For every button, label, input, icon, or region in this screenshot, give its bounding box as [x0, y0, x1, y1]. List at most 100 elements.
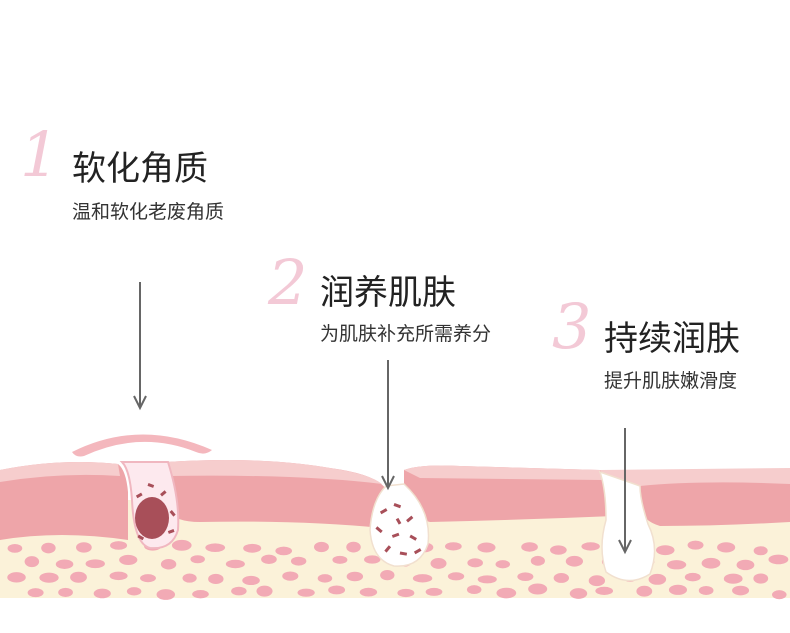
cell-dot [521, 542, 538, 552]
keratin-flake [72, 434, 212, 457]
cell-dot [636, 585, 653, 597]
cell-dot [110, 541, 128, 550]
cell-dot [717, 542, 736, 553]
cell-dot [753, 546, 768, 556]
pore-3 [598, 470, 656, 582]
cell-dot [445, 542, 462, 551]
cell-dot [7, 572, 26, 583]
cell-dot [261, 554, 277, 565]
cell-dot [85, 559, 105, 569]
arrow-down-icon [133, 282, 147, 411]
dermis-cells [7, 539, 789, 600]
step-3-title: 持续润肤 [604, 319, 740, 359]
keratin-fragments [135, 483, 176, 541]
skin-segment-left-top [0, 462, 120, 482]
cell-dot [140, 574, 156, 583]
cell-dot [41, 542, 56, 554]
step-1-number: 1 [20, 118, 60, 191]
cell-dot [243, 543, 262, 553]
skin-segment-left [0, 462, 128, 540]
cell-dot [425, 587, 443, 596]
cell-dot [317, 574, 333, 583]
cell-dot [553, 573, 570, 583]
cell-dot [314, 541, 329, 553]
cell-dot [687, 540, 704, 550]
cell-dot [275, 546, 293, 556]
cell-dot [496, 587, 517, 599]
cell-dot [346, 541, 361, 553]
cell-dot [467, 558, 483, 568]
cell-dot [466, 585, 482, 595]
cell-dot [256, 585, 273, 597]
keratin-plug [135, 497, 169, 539]
cell-dot [24, 556, 40, 568]
cell-dot [190, 555, 205, 564]
cell-dot [732, 585, 750, 596]
cell-dot [528, 583, 548, 595]
cell-dot [530, 555, 545, 566]
cell-dot [290, 556, 307, 566]
step-1-title: 软化角质 [72, 149, 208, 189]
cell-dot [328, 585, 346, 595]
cell-dot [736, 559, 755, 571]
step-2-subtitle: 为肌肤补充所需养分 [320, 323, 492, 345]
cell-dot [656, 545, 675, 556]
cell-dot [698, 585, 714, 595]
cell-dot [588, 575, 606, 587]
cell-dot [684, 572, 701, 582]
cell-dot [39, 572, 59, 583]
cell-dot [495, 560, 511, 569]
cell-dot [171, 539, 192, 551]
cell-dot [192, 590, 209, 599]
cell-dot [723, 573, 743, 584]
cell-dot [231, 586, 247, 596]
cell-dot [119, 554, 138, 565]
cell-dot [55, 559, 74, 569]
cell-dot [648, 573, 667, 585]
cell-dot [380, 570, 395, 581]
cell-dot [225, 559, 245, 569]
skin-segment-right-1-top [404, 465, 602, 480]
step-3-subtitle: 提升肌肤嫩滑度 [604, 370, 738, 392]
nutrient-particles [375, 503, 422, 556]
cell-dot [772, 590, 787, 600]
arrow-down-icon [618, 428, 632, 555]
arrow-down-icon [381, 360, 395, 491]
cell-dot [768, 554, 789, 565]
step-2-number: 2 [268, 246, 308, 319]
cell-dot [156, 589, 176, 600]
cell-dot [70, 571, 87, 583]
cell-dot [109, 571, 128, 581]
cell-dot [447, 572, 465, 581]
cell-dot [208, 573, 224, 585]
cell-dot [182, 573, 197, 583]
cell-dot [346, 571, 364, 582]
skin-segment-middle-top [166, 460, 382, 484]
step-1-subtitle: 温和软化老废角质 [72, 201, 225, 223]
cell-dot [126, 587, 142, 596]
cell-dot [668, 584, 688, 595]
cell-dot [701, 557, 721, 569]
cell-dot [297, 588, 315, 597]
cell-dot [58, 587, 73, 597]
cell-dot [517, 572, 534, 582]
cell-dot [430, 558, 447, 569]
cell-dot [397, 588, 415, 598]
cell-dot [205, 543, 226, 552]
cell-dot [242, 575, 260, 586]
step-3-number: 3 [552, 290, 592, 363]
skin-segment-right-2 [640, 480, 790, 526]
cell-dot [666, 560, 687, 570]
cell-dot [160, 558, 177, 570]
cell-dot [565, 555, 584, 567]
cell-dot [364, 555, 381, 564]
step-2-title: 润养肌肤 [320, 273, 456, 313]
cell-dot [359, 587, 378, 597]
cell-dot [27, 588, 44, 598]
cell-dot [550, 545, 567, 555]
cell-dot [412, 574, 433, 583]
cell-dot [93, 588, 111, 599]
cell-dot [595, 586, 614, 595]
cell-dot [569, 588, 588, 599]
